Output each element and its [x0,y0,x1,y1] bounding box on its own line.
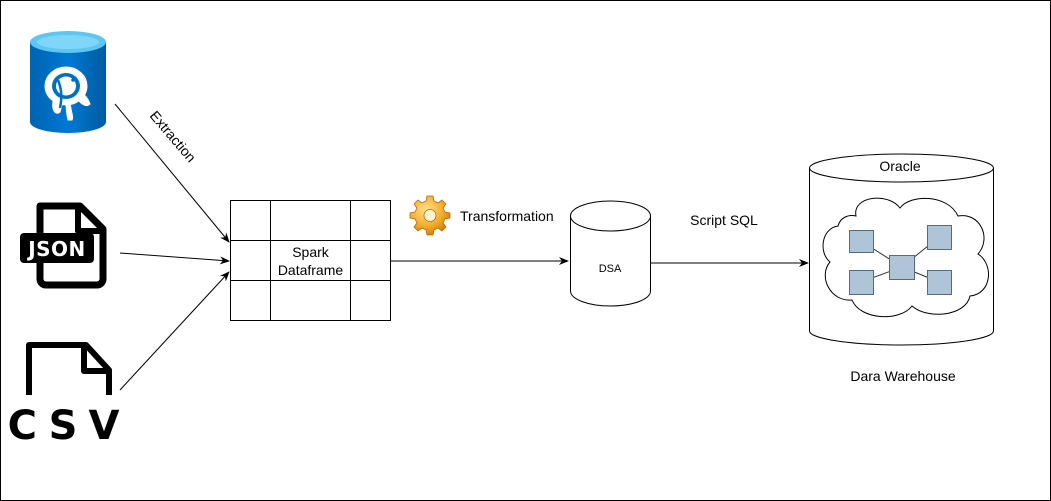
arrow-postgres-to-spark [114,103,230,243]
script-sql-label: Script SQL [690,212,758,228]
network-node [889,255,915,280]
json-label: JSON [26,237,86,261]
spark-dataframe-table: Spark Dataframe [230,200,391,321]
oracle-label: Oracle [879,158,920,174]
arrow-csv-to-spark [119,271,230,391]
json-file-icon: JSON [20,202,107,289]
network-node [927,225,952,250]
dsa-label: DSA [599,263,622,275]
transformation-label: Transformation [460,208,554,224]
gear-icon [409,195,451,236]
warehouse-label: Dara Warehouse [850,368,956,384]
extraction-label: Extraction [147,108,200,166]
dsa-database: DSA [570,200,651,307]
network-node [849,230,874,253]
network-node [849,270,874,295]
spark-label-line1: Spark [292,244,330,260]
arrow-json-to-spark [119,252,230,265]
spark-label-line2: Dataframe [278,262,344,278]
oracle-data-warehouse: Oracle [809,153,994,346]
csv-file-icon: CSV [8,342,131,449]
csv-label: CSV [8,403,131,449]
network-node [927,270,952,295]
postgresql-icon [30,31,106,133]
